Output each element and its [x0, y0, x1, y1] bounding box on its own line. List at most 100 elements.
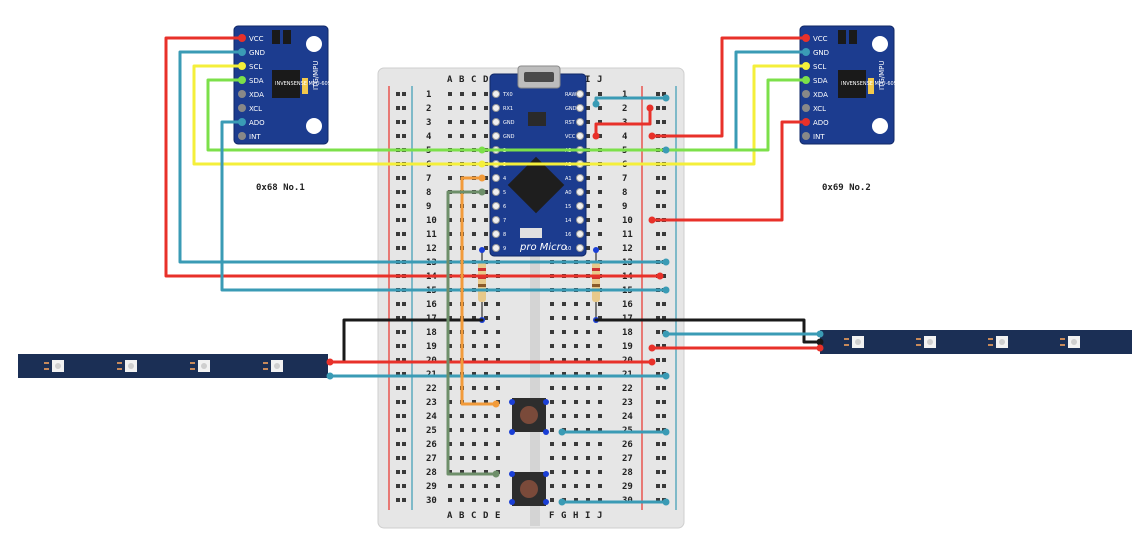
column-label: D [483, 511, 489, 521]
column-label: B [459, 511, 465, 521]
column-label: F [549, 511, 554, 521]
wire-right-scl [480, 64, 808, 166]
pro-micro-pin-label: 10 [565, 246, 571, 252]
column-label: G [561, 511, 566, 521]
pro-micro-pin-label: GND [503, 134, 515, 140]
row-label-right: 23 [622, 398, 633, 408]
sensor-pin-label: GND [813, 49, 829, 57]
row-label-right: 18 [622, 328, 633, 338]
row-label-right: 12 [622, 244, 633, 254]
pro-micro-pin-label: TX0 [502, 92, 513, 98]
sensor-pin-label: XDA [813, 91, 828, 99]
row-label-right: 1 [622, 90, 627, 100]
row-label-right: 2 [622, 104, 627, 114]
column-label: D [483, 75, 489, 85]
sensor-right-chip-text: INVENSENSE MPU-6050 [841, 81, 900, 87]
sensor-pin-label: ADO [249, 119, 265, 127]
row-label-left: 18 [426, 328, 437, 338]
wire-right-sda [480, 78, 808, 152]
row-label-right: 11 [622, 230, 633, 240]
row-label-left: 22 [426, 384, 437, 394]
sensor-pin-label: VCC [813, 35, 828, 43]
wire-right-ado [650, 120, 808, 222]
row-label-left: 19 [426, 342, 437, 352]
pro-micro-pin-label: 4 [503, 176, 506, 182]
row-label-left: 2 [426, 104, 431, 114]
sensor-pin-label: SCL [249, 63, 262, 71]
row-label-left: 27 [426, 454, 437, 464]
wire-left-vcc [164, 36, 662, 278]
row-label-left: 30 [426, 496, 437, 506]
row-label-right: 7 [622, 174, 627, 184]
pro-micro-pin-label: 8 [503, 232, 506, 238]
row-label-right: 26 [622, 440, 633, 450]
row-label-left: 9 [426, 202, 431, 212]
row-label-left: 29 [426, 482, 437, 492]
led-strip-right [820, 330, 1132, 354]
row-label-left: 10 [426, 216, 437, 226]
row-label-left: 8 [426, 188, 431, 198]
row-label-left: 3 [426, 118, 431, 128]
row-label-left: 1 [426, 90, 431, 100]
sensor-pin-label: SDA [249, 77, 264, 85]
column-label: E [495, 511, 500, 521]
row-label-left: 11 [426, 230, 437, 240]
pro-micro-pin-label: A0 [565, 190, 572, 196]
column-label: B [459, 75, 465, 85]
pro-micro-pin-label: 14 [565, 218, 571, 224]
pro-micro-pin-label: 15 [565, 204, 571, 210]
wire-left-gnd [178, 50, 668, 264]
sensor-pin-label: INT [249, 133, 261, 141]
row-label-left: 23 [426, 398, 437, 408]
sensor-pin-label: XDA [249, 91, 264, 99]
wire-right-vcc [650, 36, 808, 138]
column-label: J [597, 511, 602, 521]
pro-micro-pin-label: GND [565, 106, 577, 112]
wire-button-1-signal [460, 176, 498, 406]
pro-micro-pin-label: 7 [503, 218, 506, 224]
pro-micro-label: pro Micro [519, 242, 567, 253]
row-label-left: 28 [426, 468, 437, 478]
row-label-left: 16 [426, 300, 437, 310]
sensor-pin-label: XCL [813, 105, 826, 113]
sensor-pin-label: SDA [813, 77, 828, 85]
sensor-right-brand: ITG/MPU [878, 60, 886, 90]
pro-micro-pin-label: A1 [565, 176, 572, 182]
column-label: C [471, 511, 476, 521]
sensor-pin-label: VCC [249, 35, 264, 43]
push-button-1[interactable] [509, 398, 549, 435]
pro-micro-pin-label: GND [503, 120, 515, 126]
wire-left-scl [192, 64, 484, 166]
pro-micro-pin-label: 5 [503, 190, 506, 196]
row-label-left: 12 [426, 244, 437, 254]
row-label-right: 10 [622, 216, 633, 226]
column-label: A [447, 511, 453, 521]
pro-micro-pin-label: 9 [503, 246, 506, 252]
sensor-left-caption: 0x68 No.1 [256, 183, 305, 193]
row-label-left: 24 [426, 412, 437, 422]
sensor-left-brand: ITG/MPU [312, 60, 320, 90]
wire-left-ado [220, 120, 668, 292]
row-label-right: 4 [622, 132, 628, 142]
sensor-pin-label: SCL [813, 63, 826, 71]
push-button-2[interactable] [509, 471, 549, 506]
column-label: C [471, 75, 476, 85]
row-label-right: 19 [622, 342, 633, 352]
column-label: H [573, 511, 578, 521]
pro-micro-pin-label: RX1 [503, 106, 513, 112]
pro-micro-pin-label: VCC [565, 134, 576, 140]
row-label-right: 28 [622, 468, 633, 478]
row-label-left: 7 [426, 174, 431, 184]
led-strip-left [18, 354, 328, 378]
sensor-left-chip-text: INVENSENSE MPU-6050 [275, 81, 334, 87]
row-label-right: 9 [622, 202, 627, 212]
column-label: I [585, 511, 590, 521]
pro-micro-pin-label: RAW [565, 92, 576, 98]
row-label-right: 16 [622, 300, 633, 310]
wire-rail-power [594, 106, 652, 138]
